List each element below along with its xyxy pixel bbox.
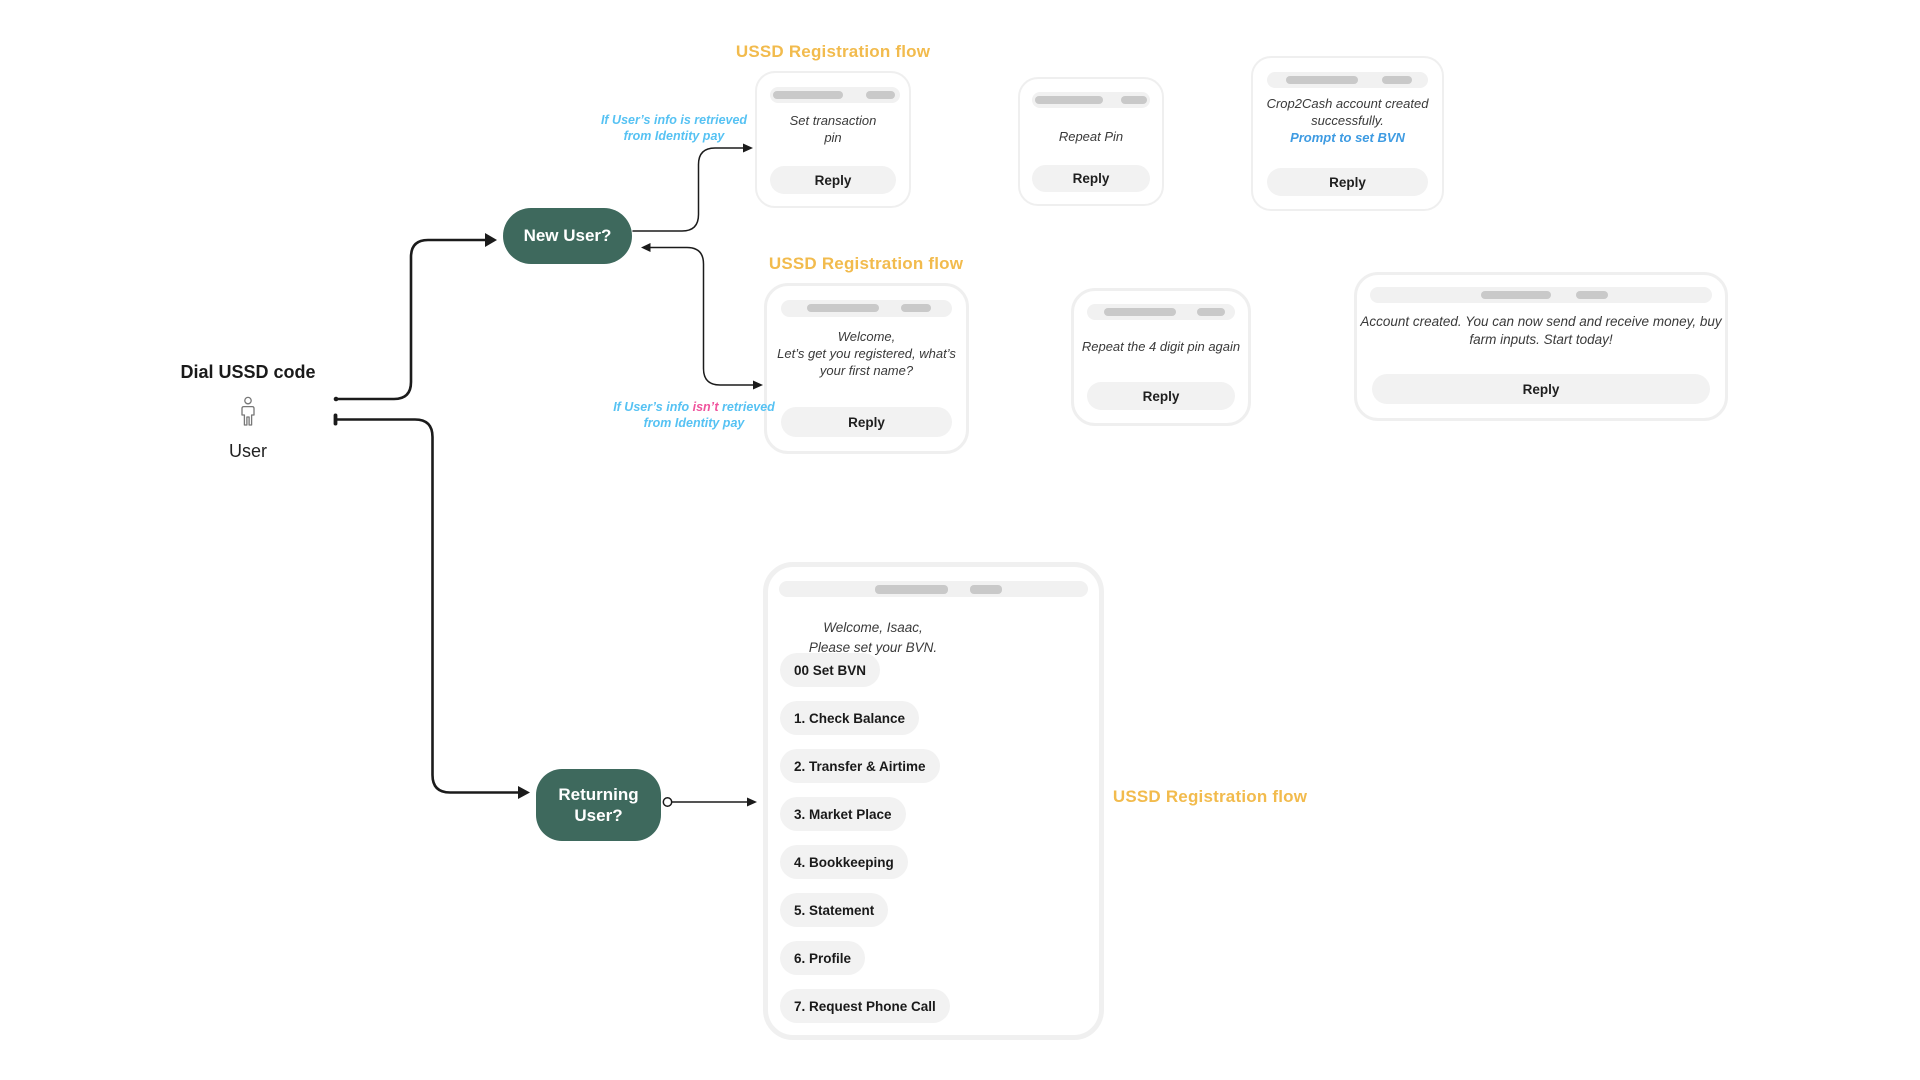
arrowhead-setpin [743,143,753,153]
dial-ussd-label: Dial USSD code [180,362,316,382]
prompt-set-bvn-link[interactable]: Prompt to set BVN [1290,129,1405,145]
menu-option-chip[interactable]: 7. Request Phone Call [780,989,950,1023]
statusbar-pill-short [901,304,931,312]
statusbar-pill-short [1121,96,1147,104]
message-line: Crop2Cash account created [1266,96,1429,111]
phone-statusbar [781,300,952,317]
annotation-line: If User’s info isn’t retrieved [608,399,780,415]
statusbar-pill-short [1197,308,1225,316]
user-label: User [228,441,267,461]
ussd-card-account-created-full: Account created. You can now send and re… [1354,272,1728,421]
arrowhead-menu [747,797,757,807]
statusbar-pill-long [1481,291,1551,299]
arrowhead-welcome [753,380,763,390]
statusbar-pill-short [970,585,1002,594]
message-line: successfully. [1311,112,1384,128]
ussd-message: Repeat the 4 digit pin again [1081,339,1241,354]
ussd-menu-list: 00 Set BVN 1. Check Balance 2. Transfer & … [780,653,950,1037]
ussd-message: Crop2Cash account created successfully. … [1253,96,1442,147]
menu-option-chip[interactable]: 5. Statement [780,893,889,927]
annotation-highlight: isn’t [692,400,719,414]
user-person-icon [237,396,259,433]
reply-button[interactable]: Reply [1372,374,1710,404]
message-line: Welcome, [837,329,896,344]
menu-option-chip[interactable]: 1. Check Balance [780,701,920,735]
message-line: farm inputs. Start today! [1469,331,1613,347]
reply-button[interactable]: Reply [770,166,896,194]
statusbar-pill-long [1104,308,1176,316]
statusbar-pill-long [807,304,879,312]
ussd-message: Set transaction pin [757,113,909,147]
wire-newuser-to-welcome [649,246,754,386]
reply-button[interactable]: Reply [1032,165,1150,192]
wire-port-circle [662,797,673,807]
annotation-line: from Identity pay [643,416,745,430]
ussd-card-welcome-register: Welcome, Let’s get you registered, what’… [764,283,969,454]
statusbar-pill-short [1382,76,1412,84]
wire-user-to-returning [334,418,520,794]
statusbar-pill-short [866,91,895,99]
wire-newuser-to-setpin [632,147,744,232]
statusbar-pill-long [1035,96,1103,104]
reply-button[interactable]: Reply [1087,382,1235,410]
statusbar-pill-long [773,91,843,99]
flow-title-top: USSD Registration flow [735,42,931,61]
annotation-info-not-retrieved: If User’s info isn’t retrieved from Iden… [608,399,780,431]
returning-user-node[interactable]: Returning User? [536,769,661,841]
menu-option-chip[interactable]: 3. Market Place [780,797,906,831]
menu-option-chip[interactable]: 6. Profile [780,941,866,975]
phone-statusbar [1267,72,1428,88]
menu-option-chip[interactable]: 2. Transfer & Airtime [780,749,940,783]
phone-statusbar [1087,304,1235,320]
ussd-card-main-menu: Welcome, Isaac, Please set your BVN. 00 … [763,562,1104,1040]
statusbar-pill-long [1286,76,1358,84]
message-line: Let’s get you registered, what’s [777,345,956,361]
returning-user-label: Returning User? [558,784,639,825]
annotation-line: from Identity pay [623,129,725,143]
phone-statusbar [770,87,900,103]
annotation-line: If User’s info is retrieved [600,113,748,127]
ussd-card-repeat-4digit: Repeat the 4 digit pin again Reply [1071,288,1251,426]
arrowhead-newuser [485,233,497,247]
ussd-card-account-created-bvn: Crop2Cash account created successfully. … [1251,56,1444,211]
message-line: pin [824,129,842,145]
ussd-card-set-pin: Set transaction pin Reply [755,71,911,208]
phone-statusbar [1032,92,1150,108]
annotation-prefix: If User’s info [613,400,693,414]
phone-statusbar [1370,287,1712,303]
ussd-message: Repeat Pin [1058,129,1124,144]
annotation-info-retrieved: If User’s info is retrieved from Identit… [584,112,764,144]
menu-option-chip[interactable]: 4. Bookkeeping [780,845,908,879]
statusbar-pill-long [875,585,948,594]
ussd-message: Welcome, Let’s get you registered, what’… [767,329,966,380]
menu-option-chip[interactable]: 00 Set BVN [780,653,881,687]
greeting-line: Please set your BVN. [808,639,938,655]
greeting-line: Welcome, Isaac, [823,620,923,635]
message-line: Set transaction [789,113,877,128]
ussd-greeting: Welcome, Isaac, Please set your BVN. [788,618,958,657]
new-user-node[interactable]: New User? [503,208,632,264]
flow-title-middle: USSD Registration flow [768,254,964,273]
wire-user-to-newuser [334,238,487,401]
ussd-message: Account created. You can now send and re… [1357,313,1725,348]
statusbar-pill-short [1576,291,1608,299]
message-line: your first name? [819,362,914,378]
message-line: Account created. You can now send and re… [1360,314,1722,329]
reply-button[interactable]: Reply [781,407,952,437]
phone-statusbar [779,581,1088,597]
annotation-suffix: retrieved [718,400,775,414]
arrowhead-back-to-newuser [641,243,651,252]
reply-button[interactable]: Reply [1267,168,1428,196]
ussd-card-repeat-pin: Repeat Pin Reply [1018,77,1164,206]
flow-title-bottom: USSD Registration flow [1112,787,1308,806]
arrowhead-returning [518,786,530,799]
